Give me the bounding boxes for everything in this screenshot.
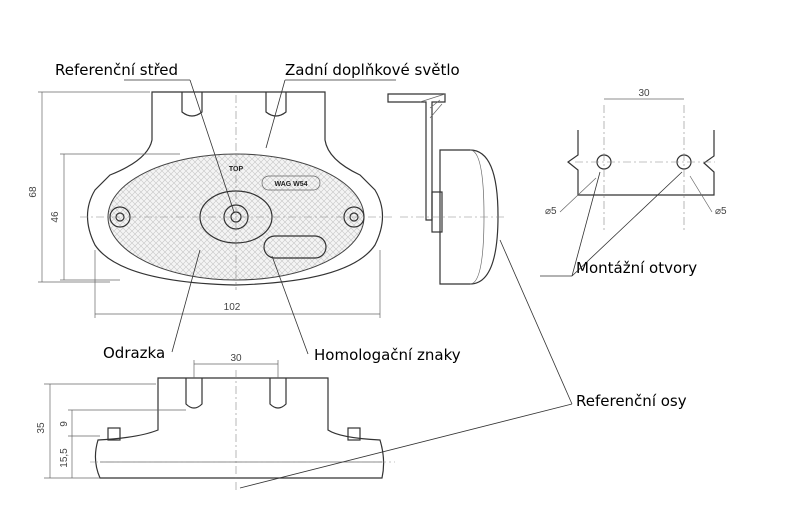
leader-lines <box>124 79 683 489</box>
dim-hole-spacing-bottom: 30 <box>230 353 242 364</box>
bottom-boss-right <box>269 378 287 409</box>
side-view <box>387 93 505 285</box>
mounting-hole-detail: 30 ⌀5 ⌀5 <box>545 88 727 230</box>
dim-hole-spacing-top: 30 <box>638 88 650 99</box>
dim-bottom-base: 15,5 <box>59 448 70 468</box>
bottom-stud-right <box>347 427 361 441</box>
dim-hole-dia-left: ⌀5 <box>545 206 557 217</box>
front-view: WAG W54 TOP 68 46 102 <box>28 91 395 318</box>
callout-reference-center: Referenční střed <box>55 61 178 79</box>
approval-mark-box <box>261 175 321 191</box>
dim-lens-height: 46 <box>50 211 61 223</box>
detail-plate-outline <box>566 130 715 196</box>
homologation-plate <box>263 235 327 259</box>
bottom-stud-left <box>107 427 121 441</box>
dim-front-height: 68 <box>28 186 39 198</box>
bottom-view: 30 35 9 15,5 <box>36 353 395 490</box>
approval-mark-text: WAG W54 <box>274 181 307 188</box>
top-mark-text: TOP <box>229 166 244 173</box>
side-housing <box>439 149 499 285</box>
side-stud <box>431 191 443 233</box>
front-housing-outline <box>86 91 384 286</box>
dim-bottom-height: 35 <box>36 422 47 434</box>
dim-bottom-hole-offset: 9 <box>59 421 70 427</box>
callout-reference-axes: Referenční osy <box>576 392 687 410</box>
callout-reflector: Odrazka <box>103 344 165 362</box>
bottom-body <box>94 377 385 479</box>
callout-homologation-marks: Homologační znaky <box>314 346 461 364</box>
dim-hole-dia-right: ⌀5 <box>715 206 727 217</box>
top-boss-right <box>265 92 287 117</box>
callout-mounting-holes: Montážní otvory <box>576 259 697 277</box>
bottom-boss-left <box>185 378 203 409</box>
top-boss-left <box>181 92 203 117</box>
callout-rear-aux-light: Zadní doplňkové světlo <box>285 61 460 79</box>
dim-front-width: 102 <box>224 302 241 313</box>
side-bracket <box>387 93 446 221</box>
